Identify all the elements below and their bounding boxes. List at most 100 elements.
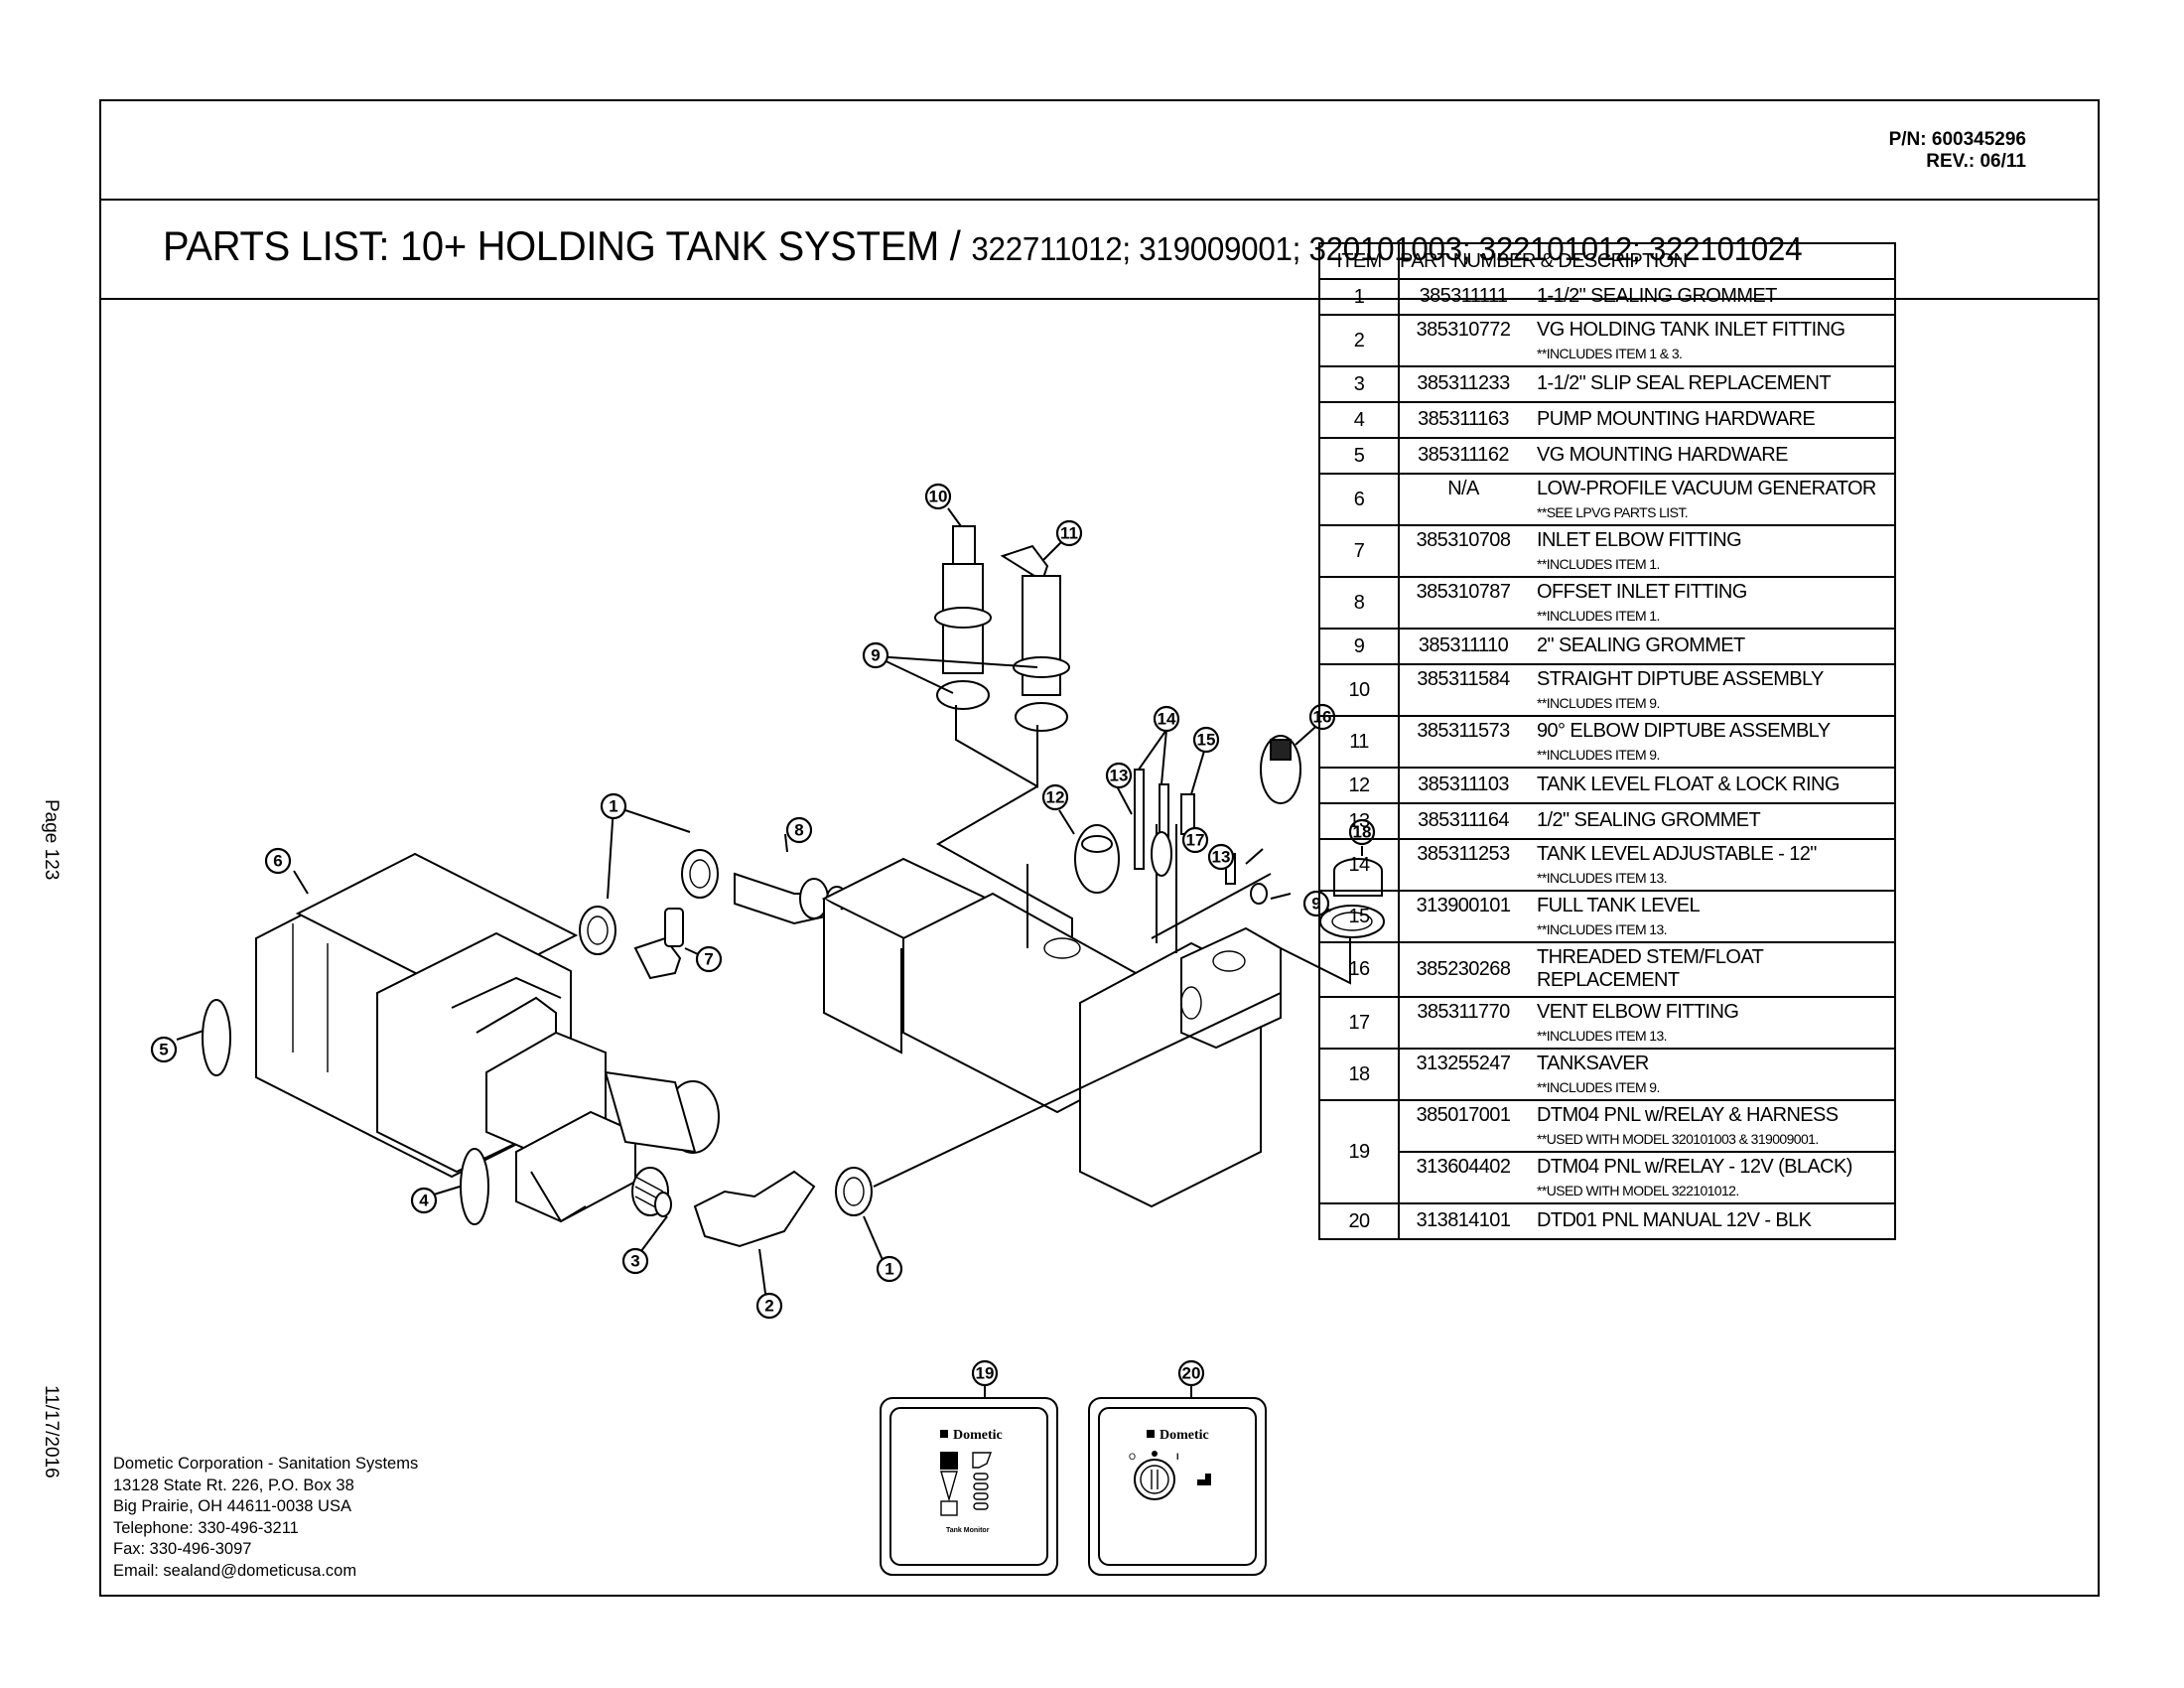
item-number: 3: [1318, 365, 1400, 403]
part-number: 385230268: [1416, 957, 1511, 980]
item-number: 5: [1318, 437, 1400, 475]
item-number: 4: [1318, 401, 1400, 439]
svg-text:1: 1: [609, 797, 617, 816]
part-description-block: VG HOLDING TANK INLET FITTING**INCLUDES …: [1527, 319, 1894, 361]
callout-2: 2: [755, 1292, 783, 1320]
callout-14: 14: [1153, 705, 1180, 733]
part-description: 90° ELBOW DIPTUBE ASSEMBLY: [1537, 720, 1831, 742]
full-indicator-icon: [940, 1452, 958, 1470]
item-number: 1: [1318, 278, 1400, 316]
toilet-icon: [972, 1452, 992, 1469]
part-cell: 385311110 2" SEALING GROMMET: [1398, 628, 1896, 665]
part-note: **INCLUDES ITEM 9.: [1537, 695, 1660, 711]
part-description-block: 1-1/2" SLIP SEAL REPLACEMENT: [1527, 372, 1894, 395]
part-description-block: TANK LEVEL FLOAT & LOCK RING: [1527, 774, 1894, 796]
svg-text:19: 19: [976, 1364, 995, 1383]
part-description-block: STRAIGHT DIPTUBE ASSEMBLY**INCLUDES ITEM…: [1527, 668, 1894, 711]
parts-table: ITEM PART NUMBER & DESCRIPTION 1 38531111…: [1318, 242, 1896, 1240]
holding-tank-drawing: [821, 824, 1351, 1208]
part-number: 385311162: [1418, 444, 1509, 466]
part-note: **INCLUDES ITEM 13.: [1537, 921, 1668, 937]
telephone: Telephone: 330-496-3211: [113, 1518, 299, 1537]
callout-10: 10: [924, 483, 952, 510]
svg-text:4: 4: [419, 1192, 429, 1210]
part-note: **INCLUDES ITEM 13.: [1537, 1028, 1668, 1044]
part-description-block: 2" SEALING GROMMET: [1527, 634, 1894, 657]
svg-text:2: 2: [764, 1297, 773, 1316]
table-header-row: ITEM PART NUMBER & DESCRIPTION: [1318, 242, 1896, 280]
part-description: DTM04 PNL w/RELAY & HARNESS: [1537, 1104, 1839, 1126]
panel-brand: Dometic: [1160, 1428, 1209, 1443]
part-description: THREADED STEM/FLOAT REPLACEMENT: [1537, 946, 1763, 991]
title-divider: [101, 298, 2098, 300]
item-number: 15: [1318, 890, 1400, 943]
part-number: 313604402: [1416, 1156, 1511, 1178]
part-description: 1/2" SEALING GROMMET: [1537, 809, 1761, 831]
callout-3: 3: [621, 1247, 649, 1275]
manual-switch-panel-20: Dometic O I: [1088, 1397, 1267, 1576]
part-description: 1-1/2" SEALING GROMMET: [1537, 285, 1777, 307]
part-description-block: THREADED STEM/FLOAT REPLACEMENT: [1527, 946, 1894, 992]
part-cell: 385311162 VG MOUNTING HARDWARE: [1398, 437, 1896, 475]
part-note: **USED WITH MODEL 322101012.: [1537, 1183, 1739, 1198]
vacuum-generator-drawing: [255, 852, 579, 1179]
part-description: DTM04 PNL w/RELAY - 12V (BLACK): [1537, 1156, 1852, 1178]
svg-text:9: 9: [871, 646, 880, 665]
part-description: VENT ELBOW FITTING: [1537, 1001, 1739, 1023]
company-address: Dometic Corporation - Sanitation Systems…: [113, 1454, 418, 1582]
part-number: 385311164: [1418, 809, 1509, 831]
callout-8: 8: [785, 816, 813, 844]
item-number: 14: [1318, 838, 1400, 892]
email: Email: sealand@dometicusa.com: [113, 1561, 357, 1580]
part-description-block: FULL TANK LEVEL**INCLUDES ITEM 13.: [1527, 895, 1894, 937]
svg-text:13: 13: [1110, 767, 1129, 785]
callout-15: 15: [1192, 726, 1220, 754]
callout-17: 17: [1181, 826, 1209, 854]
part-description-block: 1-1/2" SEALING GROMMET: [1527, 285, 1894, 308]
part-note: **INCLUDES ITEM 9.: [1537, 1079, 1660, 1095]
callout-11: 11: [1055, 519, 1083, 547]
item-number: 20: [1318, 1202, 1400, 1240]
item-number: 11: [1318, 715, 1400, 769]
pump-drawing: [485, 1031, 720, 1223]
header-divider: [101, 199, 2098, 201]
vg-hardware-drawing: [202, 999, 231, 1076]
part-description: TANK LEVEL ADJUSTABLE - 12": [1537, 843, 1817, 865]
part-number: 385311103: [1418, 774, 1509, 795]
title-block: P/N: 600345296 REV.: 06/11: [1889, 129, 2026, 173]
item-number: 19: [1318, 1099, 1400, 1204]
part-number: 385311110: [1418, 634, 1509, 656]
level-triangle-icon: [940, 1471, 958, 1502]
callout-1: 1: [876, 1255, 903, 1283]
part-number: 385311233: [1417, 372, 1510, 394]
part-description-block: LOW-PROFILE VACUUM GENERATOR**SEE LPVG P…: [1527, 478, 1894, 520]
callout-13: 13: [1207, 843, 1235, 871]
address-line: Dometic Corporation - Sanitation Systems: [113, 1455, 419, 1473]
part-note: **USED WITH MODEL 320101003 & 319009001.: [1537, 1131, 1819, 1147]
part-description: 1-1/2" SLIP SEAL REPLACEMENT: [1537, 372, 1832, 394]
part-description: VG MOUNTING HARDWARE: [1537, 444, 1788, 466]
part-note: **SEE LPVG PARTS LIST.: [1537, 504, 1689, 520]
part-description: OFFSET INLET FITTING: [1537, 581, 1747, 603]
svg-text:7: 7: [704, 950, 713, 969]
part-number: 385311111: [1419, 285, 1508, 307]
revision: REV.: 06/11: [1926, 151, 2026, 172]
part-cell: 313604402 DTM04 PNL w/RELAY - 12V (BLACK)…: [1398, 1151, 1896, 1204]
table-row: 3 385311233 1-1/2" SLIP SEAL REPLACEMENT: [1318, 365, 1896, 403]
